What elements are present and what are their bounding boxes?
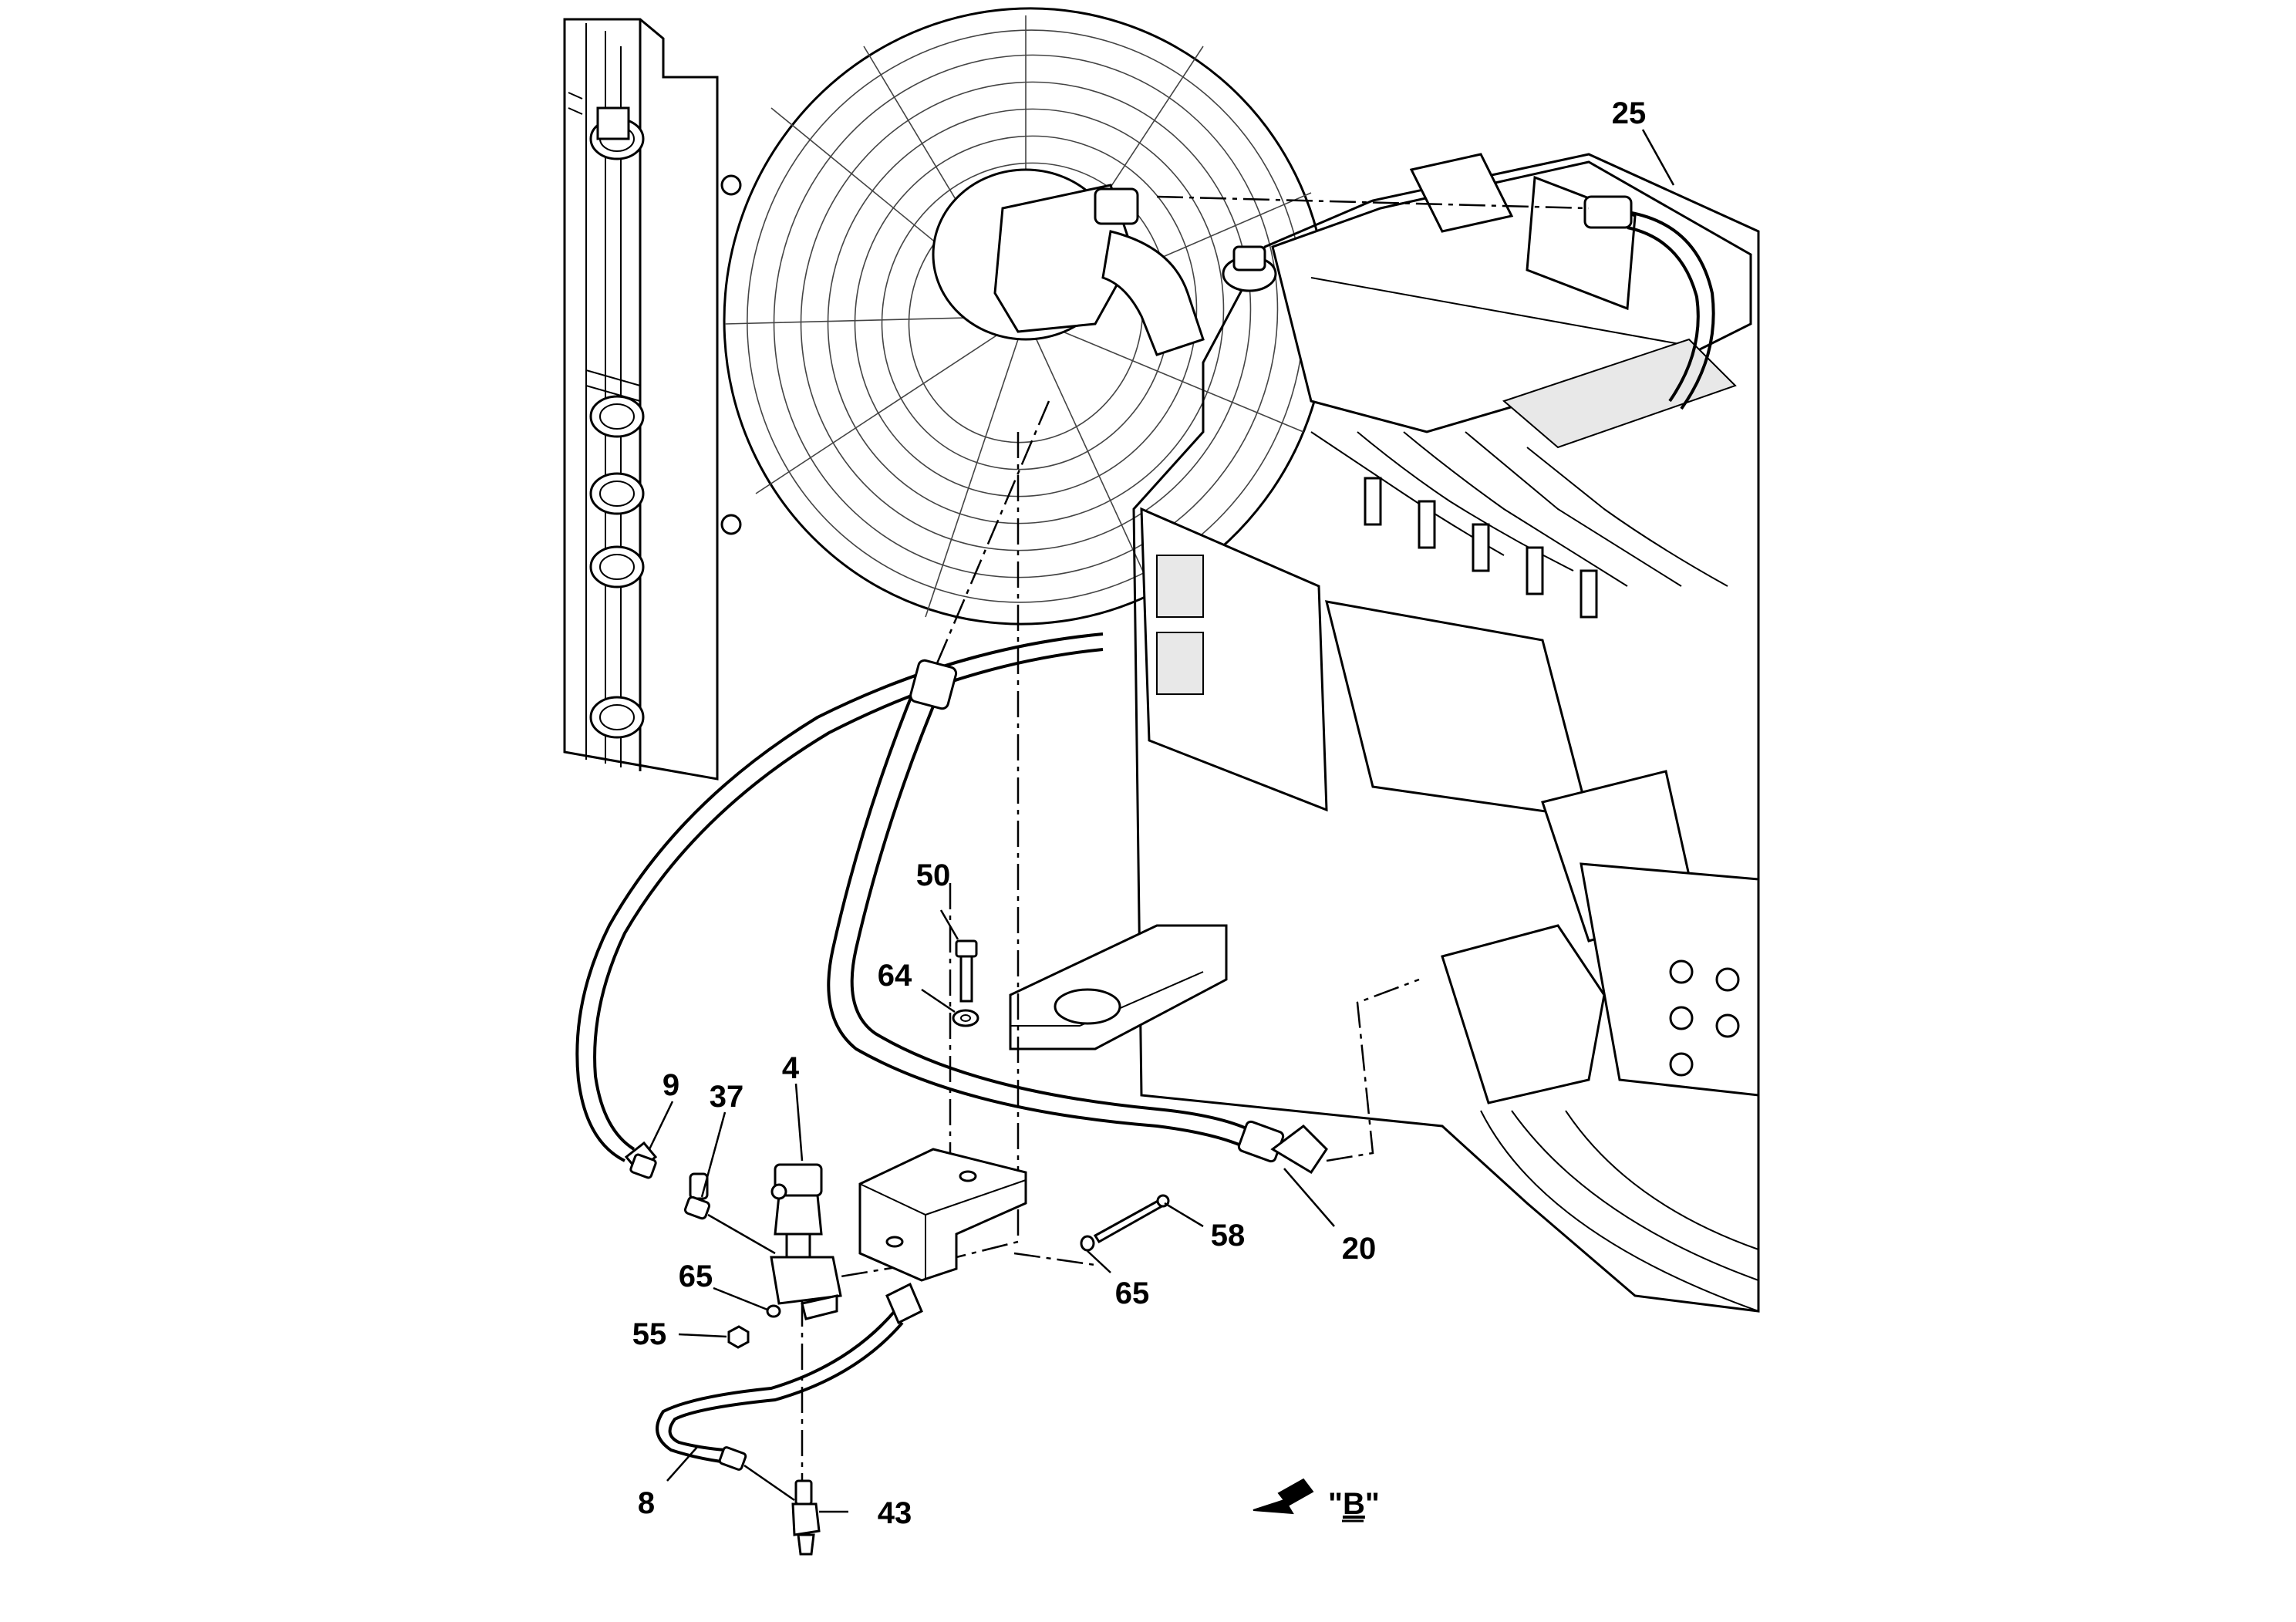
callout-labels: 25 50 64 4 9 37 58 20 65 65 55 8 43 [632, 96, 1647, 1530]
bolt-58 [1093, 1194, 1170, 1244]
washer-64 [952, 1009, 979, 1027]
callout-37: 37 [710, 1080, 744, 1114]
leader-lines [648, 129, 1675, 1513]
hose-20 [827, 400, 1420, 1175]
engine-block [1009, 153, 1760, 1313]
fitting-37 [683, 1195, 776, 1255]
hose-8 [656, 1282, 923, 1502]
assembly-center-lines [801, 432, 1096, 1481]
view-label: "B" [1328, 1487, 1380, 1521]
tee-fitting-43 [791, 1479, 821, 1556]
callout-4: 4 [782, 1051, 800, 1085]
callout-43: 43 [878, 1496, 912, 1530]
radiator-cooler [563, 18, 719, 781]
mounting-bracket [858, 1148, 1027, 1282]
callout-50: 50 [916, 858, 951, 892]
callout-58: 58 [1211, 1219, 1246, 1253]
view-b-indicator: "B" [1253, 1478, 1380, 1523]
cooling-fan [720, 7, 1329, 626]
hose-25 [1156, 195, 1715, 410]
washer-65-left [766, 1304, 781, 1318]
bolt-50 [955, 939, 978, 1003]
washer-65-right [1080, 1235, 1095, 1252]
callout-64: 64 [878, 959, 912, 993]
callout-20: 20 [1342, 1232, 1377, 1266]
callout-9: 9 [663, 1068, 679, 1102]
callout-8: 8 [638, 1486, 655, 1520]
callout-55: 55 [632, 1317, 667, 1351]
callout-25: 25 [1612, 96, 1647, 130]
callout-65-right: 65 [1115, 1276, 1150, 1310]
callout-65-left: 65 [679, 1259, 713, 1293]
nut-55 [727, 1325, 750, 1349]
view-direction-arrow-icon [1253, 1478, 1314, 1515]
solenoid-valve-4 [770, 1163, 842, 1320]
